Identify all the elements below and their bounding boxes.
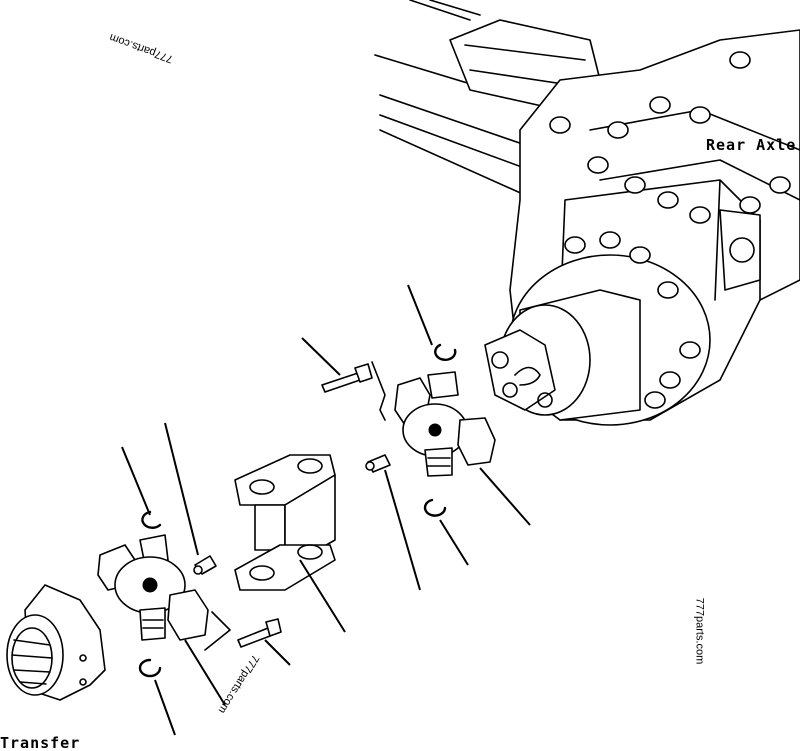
housing-bolt-head <box>564 236 586 254</box>
transfer-flange <box>6 584 106 701</box>
housing-bolt-head <box>659 371 681 389</box>
housing-bolt-head <box>657 191 679 209</box>
housing-bolt-head <box>689 106 711 124</box>
grease-fitting-upper <box>365 454 391 473</box>
housing-bolt-head <box>729 51 751 69</box>
bolt-lower <box>204 611 282 651</box>
housing-bolt-head <box>644 391 666 409</box>
yoke-bracket <box>234 454 336 591</box>
grease-fitting-lower <box>193 555 217 575</box>
watermark: 777parts.com <box>693 597 706 665</box>
housing-bolt-head <box>549 116 571 134</box>
housing-bolt-head <box>769 176 791 194</box>
rear-axle-housing <box>374 0 800 426</box>
rear-axle-label: Rear Axle <box>706 136 797 154</box>
housing-bolt-head <box>624 176 646 194</box>
housing-bolt-head <box>739 196 761 214</box>
housing-bolt-head <box>679 341 701 359</box>
housing-bolts <box>549 51 791 409</box>
housing-bolt-head <box>657 281 679 299</box>
universal-joint-lower <box>97 534 209 641</box>
housing-bolt-head <box>599 231 621 249</box>
housing-bolt-head <box>607 121 629 139</box>
housing-bolt-head <box>649 96 671 114</box>
housing-bolt-head <box>689 206 711 224</box>
housing-bolt-head <box>587 156 609 174</box>
leader-lines <box>121 284 531 736</box>
universal-joint-upper <box>394 371 496 477</box>
transfer-label: Transfer <box>0 734 81 751</box>
housing-bolt-head <box>629 246 651 264</box>
snap-rings <box>138 343 457 678</box>
bolt-upper <box>321 361 386 421</box>
